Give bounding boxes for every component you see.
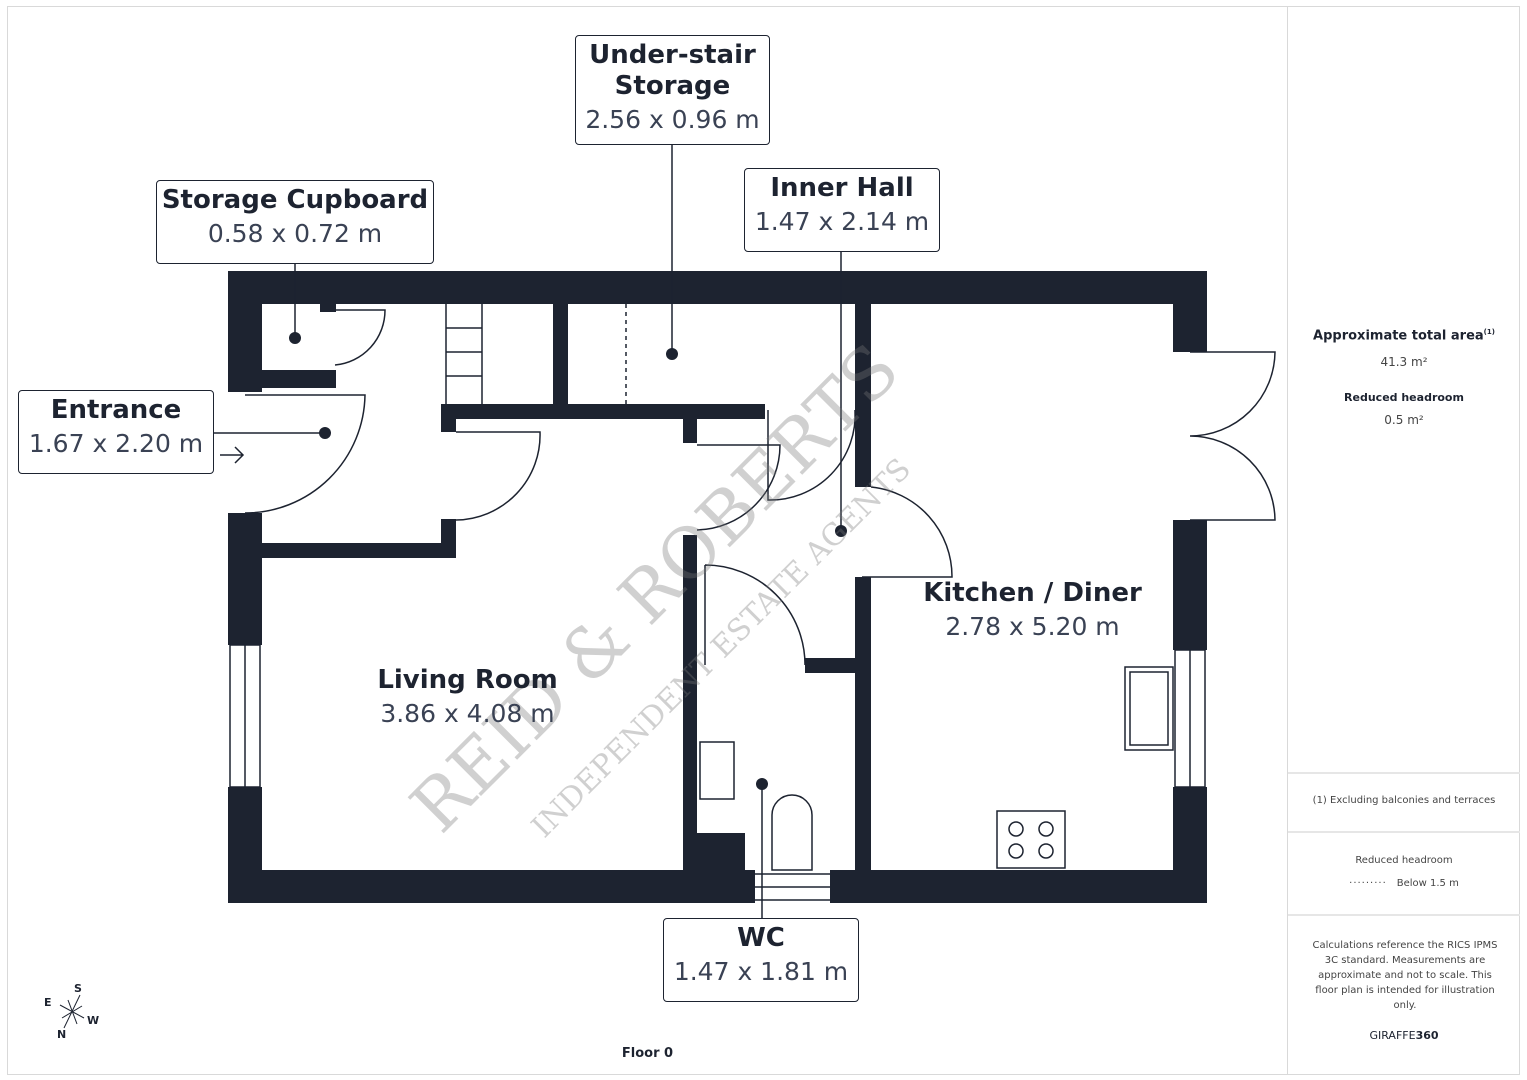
compass-w: W: [87, 1014, 100, 1027]
room-name: WC: [737, 923, 785, 953]
wall-left-bottom: [228, 787, 262, 903]
compass-n: N: [57, 1028, 67, 1041]
wall-left-mid: [228, 513, 262, 645]
wall-hall-kitchen: [855, 304, 871, 487]
door-kitchen: [862, 486, 953, 578]
reduced-headroom-label: Reduced headroom: [1344, 391, 1464, 404]
legend-item-text: Below 1.5 m: [1396, 878, 1459, 889]
room-name: Under-stair: [589, 40, 756, 70]
sidebar: Approximate total area(1) 41.3 m² Reduce…: [1287, 6, 1520, 1075]
room-dims: 2.78 x 5.20 m: [945, 612, 1120, 641]
logo-part: 360: [1415, 1029, 1439, 1042]
wall-wc-left: [683, 535, 697, 870]
disclaimer: Calculations reference the RICS IPMS 3C …: [1312, 940, 1498, 1011]
page-frame: [7, 6, 1520, 1075]
floor-label: Floor 0: [621, 1046, 674, 1061]
reduced-headroom-value: 0.5 m²: [1384, 413, 1424, 427]
entrance-arrow-icon: [220, 446, 245, 464]
divider: [1288, 831, 1520, 833]
compass-e: E: [44, 996, 52, 1009]
giraffe360-logo: GIRAFFE360: [1288, 1029, 1520, 1042]
wall-right-bottom: [1173, 787, 1207, 903]
divider: [1288, 772, 1520, 774]
door-living: [455, 431, 541, 521]
wall-top: [228, 271, 1207, 304]
total-area-sup: (1): [1483, 328, 1495, 336]
total-area-text: Approximate total area: [1313, 328, 1484, 344]
toilet: [771, 794, 813, 871]
room-name: Entrance: [50, 395, 182, 425]
footnote: (1) Excluding balconies and terraces: [1312, 795, 1496, 806]
total-area-label: Approximate total area(1): [1288, 328, 1520, 343]
room-dims: 3.86 x 4.08 m: [380, 699, 555, 728]
dotted-line-icon: ·········: [1349, 878, 1387, 889]
compass-s: S: [74, 982, 82, 995]
legend-item: ········· Below 1.5 m: [1288, 878, 1520, 889]
label-wc[interactable]: WC 1.47 x 1.81 m: [663, 918, 859, 1002]
step: [755, 873, 830, 901]
label-inner-hall[interactable]: Inner Hall 1.47 x 2.14 m: [744, 168, 940, 252]
label-under-stair[interactable]: Under-stair Storage 2.56 x 0.96 m: [575, 35, 770, 145]
room-name: Kitchen / Diner: [923, 578, 1142, 608]
room-dims: 2.56 x 0.96 m: [585, 105, 760, 134]
hob: [996, 810, 1066, 869]
wall-bottom-right: [830, 870, 1207, 903]
wall-left-top: [228, 271, 262, 392]
total-area-value: 41.3 m²: [1380, 355, 1428, 369]
room-name: Storage: [614, 71, 731, 101]
divider: [1288, 914, 1520, 916]
wall-right-top: [1173, 271, 1207, 352]
wall-cupboard: [262, 370, 336, 388]
room-dims: 1.47 x 2.14 m: [754, 207, 930, 236]
wall-right-mid: [1173, 520, 1207, 650]
label-living[interactable]: Living Room 3.86 x 4.08 m: [340, 664, 595, 732]
logo-part: GIRAFFE: [1369, 1029, 1416, 1042]
label-entrance[interactable]: Entrance 1.67 x 2.20 m: [18, 390, 214, 474]
label-kitchen[interactable]: Kitchen / Diner 2.78 x 5.20 m: [900, 577, 1165, 645]
room-name: Storage Cupboard: [161, 185, 429, 215]
door-wc: [704, 564, 806, 666]
room-dims: 1.47 x 1.81 m: [673, 957, 849, 986]
room-dims: 1.67 x 2.20 m: [28, 429, 204, 458]
legend-title: Reduced headroom: [1355, 855, 1453, 866]
door-cupboard: [334, 309, 386, 366]
door-entrance: [244, 394, 366, 514]
wall-bottom-left: [228, 870, 755, 903]
sink: [1124, 666, 1174, 751]
room-name: Inner Hall: [770, 173, 914, 203]
basin: [699, 741, 735, 800]
door-patio: [1189, 351, 1276, 521]
label-storage-cupboard[interactable]: Storage Cupboard 0.58 x 0.72 m: [156, 180, 434, 264]
walls: [228, 271, 1207, 903]
room-name: Living Room: [377, 665, 558, 695]
stairs: [445, 304, 483, 404]
wall-hall-living: [262, 543, 456, 558]
compass-icon: [59, 994, 85, 1029]
room-dims: 0.58 x 0.72 m: [207, 219, 383, 248]
wall-understair: [441, 404, 765, 419]
